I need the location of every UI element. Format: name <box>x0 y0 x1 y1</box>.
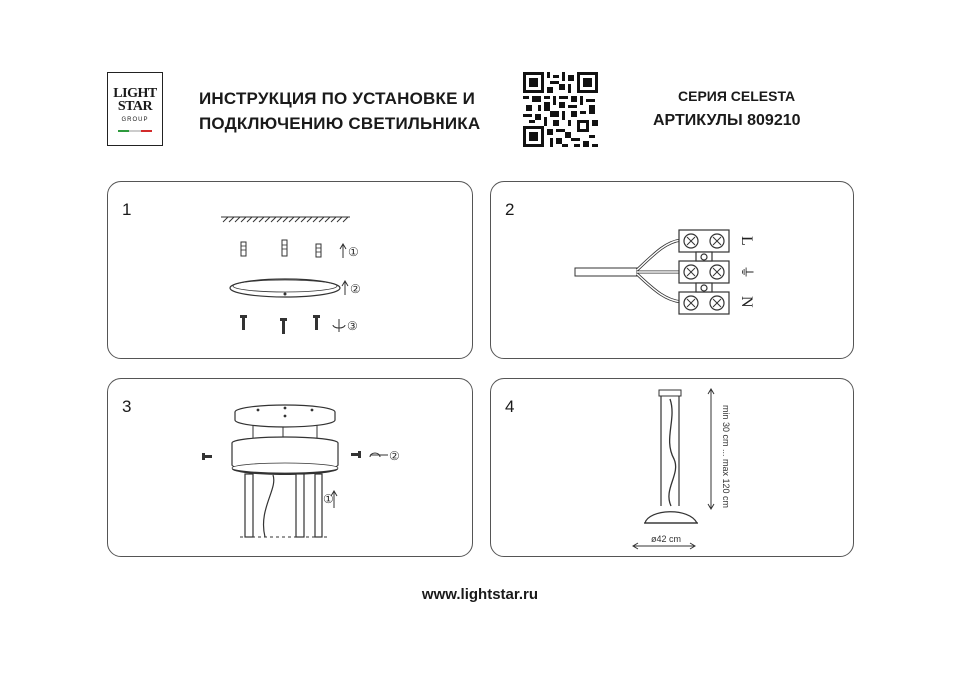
series-label: СЕРИЯ CELESTA <box>678 88 796 104</box>
qr-code-icon <box>523 72 598 147</box>
step-4-diagram: min 30 cm ... max 120 cm ø42 cm <box>632 388 731 550</box>
step-1-label-1: ① <box>348 245 359 259</box>
step-2-panel: 2 L ⏚ N <box>490 181 854 359</box>
step-1-label-2: ② <box>350 282 361 296</box>
step-1-diagram: ① ② ③ <box>221 216 361 334</box>
step-2-diagram: L ⏚ N <box>574 229 755 315</box>
step-1-number: 1 <box>122 200 132 219</box>
logo-line1: LIGHT <box>113 85 157 101</box>
step-3-number: 3 <box>122 397 132 416</box>
step-1-panel: 1 ① ② <box>107 181 473 359</box>
step-2-label-l: L <box>738 236 755 246</box>
footer-url[interactable]: www.lightstar.ru <box>421 586 539 603</box>
step-4-number: 4 <box>505 397 515 416</box>
step-3-label-1: ① <box>323 492 334 506</box>
step-3-panel: 3 ① ② <box>107 378 473 557</box>
page-title: ИНСТРУКЦИЯ ПО УСТАНОВКЕ И ПОДКЛЮЧЕНИЮ СВ… <box>199 89 481 133</box>
step-2-number: 2 <box>505 200 515 219</box>
step-4-diameter-label: ø42 cm <box>651 534 681 544</box>
step-3-diagram: ① ② <box>202 404 400 538</box>
step-4-height-label: min 30 cm ... max 120 cm <box>721 405 731 508</box>
article-label: АРТИКУЛЫ 809210 <box>653 112 801 129</box>
flag-stripe <box>118 129 152 132</box>
logo-line2: STAR <box>117 98 153 114</box>
step-4-panel: 4 min 30 cm ... max 120 cm ø42 cm <box>490 378 854 557</box>
logo-line3: GROUP <box>121 116 149 123</box>
brand-logo: LIGHT STAR GROUP <box>107 72 163 146</box>
step-1-label-3: ③ <box>347 319 358 333</box>
step-2-label-ground: ⏚ <box>739 265 755 279</box>
step-3-label-2: ② <box>389 449 400 463</box>
step-2-label-n: N <box>738 296 755 308</box>
